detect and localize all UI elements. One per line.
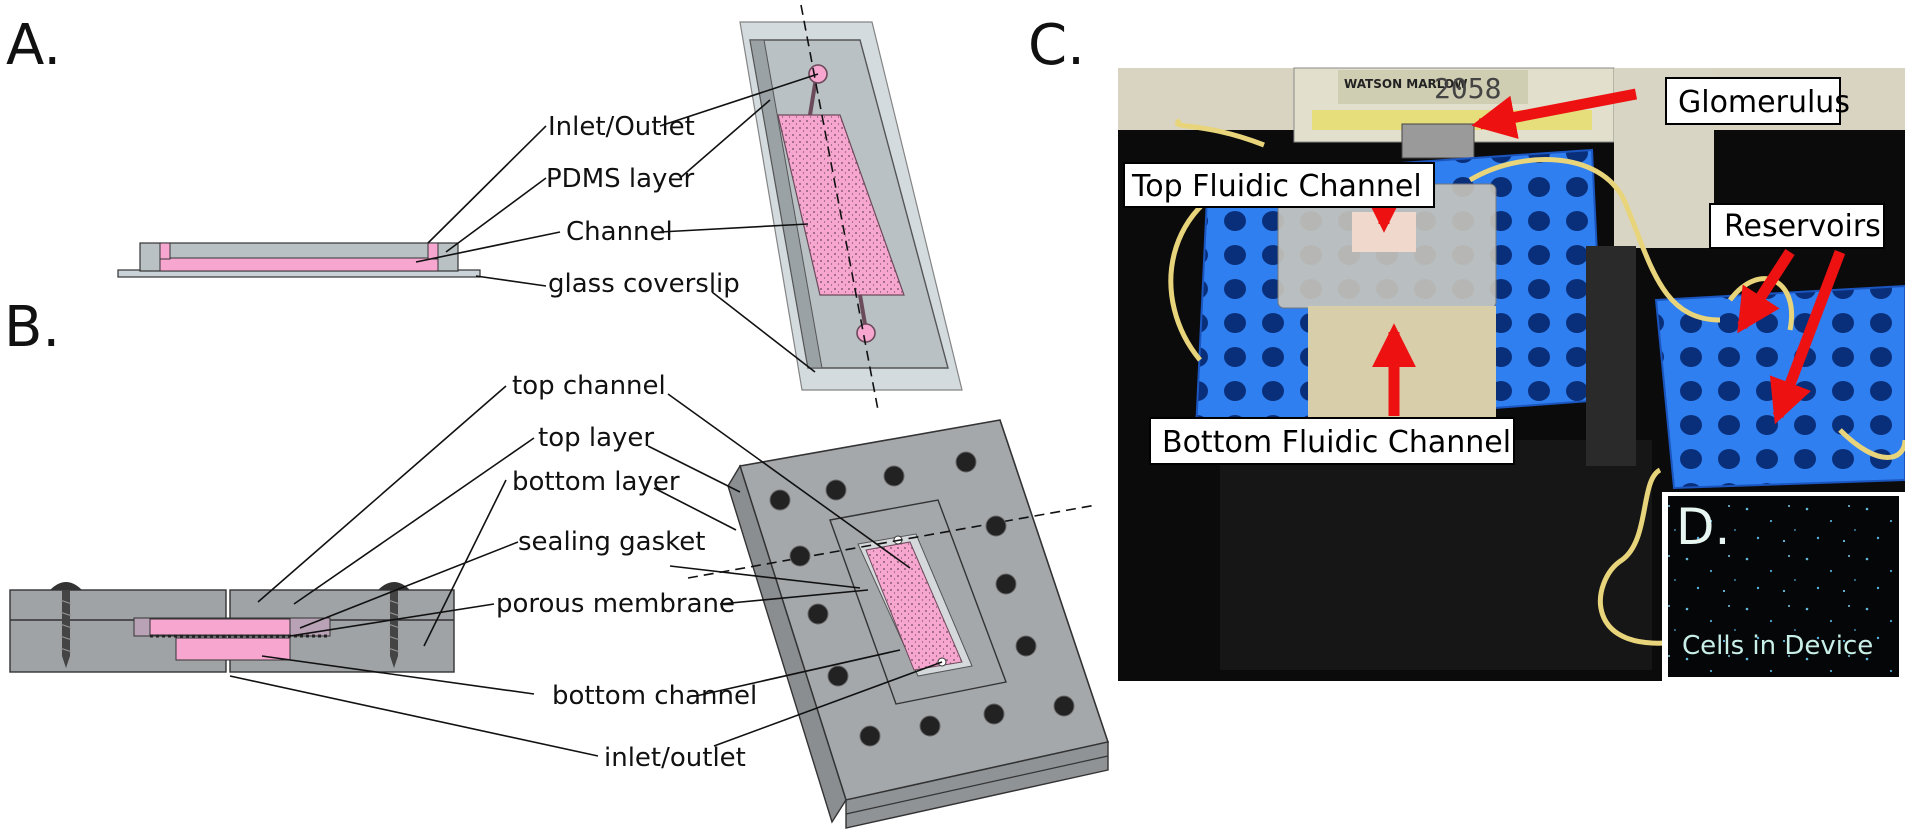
panel-b-cross-section [9, 582, 455, 673]
channel-side [159, 257, 439, 272]
membrane-area [865, 541, 963, 671]
screw-left [50, 582, 82, 668]
device-layer-line [845, 755, 1109, 815]
panel-c-letter: C. [1028, 13, 1085, 78]
callout-glomerulus: Glomerulus [1665, 77, 1850, 125]
section-axis-a [800, 4, 879, 411]
pump-brand: WATSON MARLOW [1344, 77, 1467, 91]
section-axis-b [687, 504, 1097, 579]
panel-a-perspective [739, 4, 963, 411]
callout-reservoirs: Reservoirs [1709, 203, 1885, 249]
inlet-right-side [427, 242, 439, 260]
callout-top-fluidic-channel-text: Top Fluidic Channel [1131, 169, 1422, 204]
label-inlet-outlet-a: Inlet/Outlet [548, 112, 695, 142]
label-top-channel: top channel [512, 371, 666, 401]
inset-fluorescence [1668, 496, 1899, 677]
arrow-to-glomerulus [1471, 88, 1638, 139]
label-bottom-layer: bottom layer [512, 467, 680, 497]
label-sealing-gasket: sealing gasket [518, 527, 705, 557]
callout-top-fluidic-channel: Top Fluidic Channel [1123, 162, 1435, 208]
bottom-channel-side [175, 637, 291, 661]
panel-a-leaders [415, 73, 819, 373]
label-channel: Channel [566, 217, 673, 247]
callout-bottom-fluidic-channel-text: Bottom Fluidic Channel [1162, 425, 1511, 460]
arrow-reservoir-2 [1769, 250, 1846, 425]
label-top-layer: top layer [538, 423, 654, 453]
device-left-face [727, 464, 847, 824]
top-channel-side [149, 618, 291, 636]
label-bottom-channel: bottom channel [552, 681, 757, 711]
panel-d-inset: D. Cells in Device [1662, 492, 1905, 681]
pdms-block-edge [749, 39, 823, 369]
black-gates [1586, 246, 1636, 466]
callout-bottom-fluidic-channel: Bottom Fluidic Channel [1149, 417, 1515, 465]
pump-model: 2058 [1434, 72, 1501, 105]
panel-d-letter: D. [1676, 498, 1730, 556]
panel-a-letter: A. [6, 13, 61, 78]
channel-top [777, 114, 905, 296]
tray-center [1308, 306, 1496, 426]
label-inlet-outlet-b: inlet/outlet [604, 743, 746, 773]
panel-b-letter: B. [4, 295, 60, 360]
stand-black [1220, 440, 1652, 670]
arrow-reservoir-1 [1737, 249, 1795, 334]
inlet-left-side [159, 242, 171, 260]
panel-b-leaders [229, 385, 943, 757]
panel-c-photo: WATSON MARLOW 2058 Gl [1118, 67, 1905, 681]
screw-heads [769, 451, 1075, 747]
gasket-window [829, 499, 1007, 705]
label-glass-coverslip: glass coverslip [548, 269, 740, 299]
channel-neck-upper [808, 77, 818, 116]
inset-caption: Cells in Device [1682, 631, 1873, 661]
outlet-port-bottom [856, 323, 876, 343]
fitting-connector [1401, 123, 1475, 159]
callout-reservoirs-text: Reservoirs [1724, 209, 1881, 244]
label-pdms-layer: PDMS layer [546, 164, 694, 194]
panel-b-perspective [687, 419, 1110, 829]
label-porous-membrane: porous membrane [496, 589, 735, 619]
callout-glomerulus-text: Glomerulus [1678, 85, 1850, 120]
panel-a-cross-section [117, 242, 481, 278]
